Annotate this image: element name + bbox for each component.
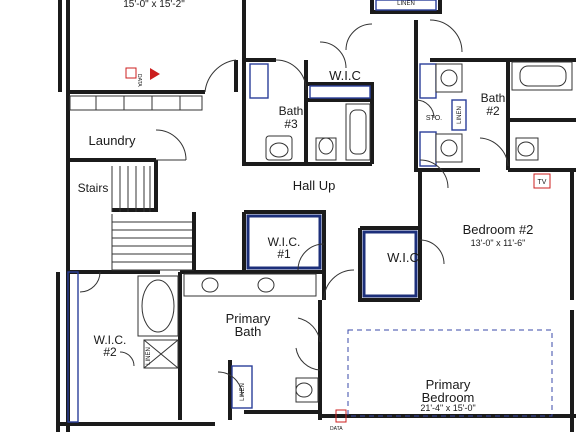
- primary-bedroom-dimensions: 21'-4" x 15'-0": [420, 403, 475, 413]
- linen-primary-closet-label: LINEN: [240, 383, 246, 401]
- wic2-label-2: #2: [103, 345, 117, 359]
- bedroom2-dimensions: 13'-0" x 11'-6": [471, 238, 526, 248]
- tv-label: TV: [538, 179, 547, 186]
- top-room-dimensions: 15'-0" x 15'-2": [123, 0, 185, 10]
- primary-bath-fixtures: [137, 273, 319, 409]
- linen-top-label: LINEN: [397, 1, 415, 7]
- primary-bedroom-tray-ceiling: [347, 329, 553, 417]
- bath3-fixtures: [265, 103, 371, 161]
- stairs-label: Stairs: [78, 181, 109, 195]
- wic1-label-2: #1: [277, 247, 291, 261]
- linen-primary-bath-label: LINEN: [146, 347, 152, 365]
- data-tag-top: DATA: [136, 74, 142, 87]
- wic1-label-1: W.I.C.: [268, 235, 301, 249]
- bath2-label-1: Bath: [481, 91, 506, 105]
- closet-outlines: [67, 0, 437, 423]
- door-swings: [79, 19, 509, 397]
- primary-bedroom-label-2: Bedroom: [422, 390, 475, 405]
- bath2-label-2: #2: [486, 104, 500, 118]
- bath2-fixtures: [435, 61, 573, 163]
- primary-bath-label-1: Primary: [226, 311, 271, 326]
- sto-label: STO.: [426, 115, 442, 122]
- laundry-label: Laundry: [89, 133, 136, 148]
- wic2-label-1: W.I.C.: [94, 333, 127, 347]
- interior-walls: [112, 0, 576, 420]
- hall-label: Hall Up: [293, 178, 336, 193]
- data-marker-top: DATA: [125, 67, 160, 87]
- primary-bath-label-2: Bath: [235, 324, 262, 339]
- data-marker-bottom: DATA: [330, 409, 347, 432]
- stairs-treads: [111, 166, 196, 271]
- wic-bedroom2-label: W.I.C: [387, 250, 419, 265]
- bath3-label-2: #3: [284, 117, 298, 131]
- primary-bedroom-label-1: Primary: [426, 377, 471, 392]
- laundry-counter: [69, 95, 203, 111]
- tv-marker: TV: [533, 173, 551, 189]
- linen-bath2-label: LINEN: [457, 106, 463, 124]
- data-tag-bottom: DATA: [330, 426, 343, 432]
- bath3-label-1: Bath: [279, 104, 304, 118]
- bedroom2-label: Bedroom #2: [463, 222, 534, 237]
- wic-top-label: W.I.C: [329, 68, 361, 83]
